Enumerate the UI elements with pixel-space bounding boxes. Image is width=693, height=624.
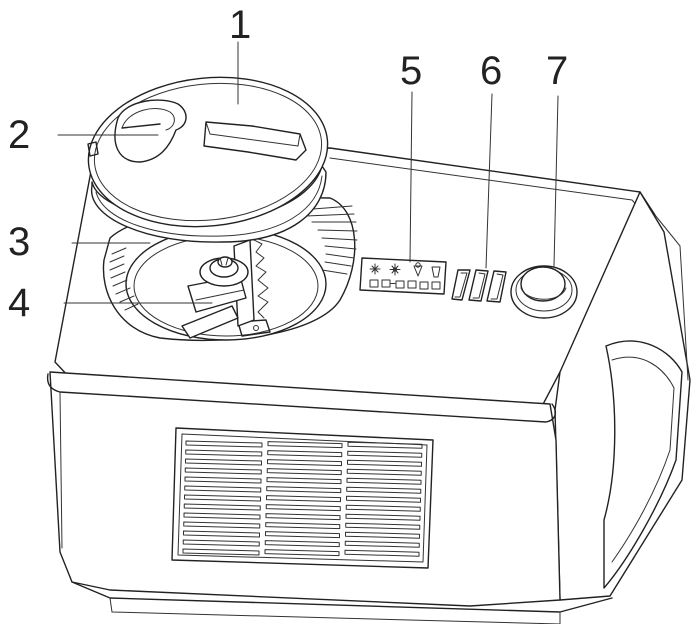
grille-slot xyxy=(346,495,421,503)
filling-cap xyxy=(114,99,187,163)
callout-4: 4 xyxy=(8,281,30,325)
grille-slot xyxy=(183,512,261,520)
fan-icon xyxy=(369,263,381,275)
grille-slot xyxy=(183,521,261,529)
grille-slot xyxy=(264,540,340,548)
grille-slot xyxy=(345,513,421,521)
grille-slot xyxy=(346,486,422,494)
button-3[interactable] xyxy=(486,270,507,303)
cup-icon xyxy=(431,266,441,278)
grille-slot xyxy=(265,522,341,530)
grille-slot xyxy=(184,476,262,484)
callout-5: 5 xyxy=(400,49,422,93)
callout-2: 2 xyxy=(8,113,30,157)
grille-slot xyxy=(185,449,263,457)
grille-slot xyxy=(266,468,342,476)
grille-slot xyxy=(184,467,262,475)
grille-slot xyxy=(267,459,342,467)
grille-slot xyxy=(183,530,260,538)
grille-slot xyxy=(185,440,263,448)
start-knob[interactable] xyxy=(510,265,578,319)
display-panel xyxy=(359,257,447,295)
leader-5 xyxy=(409,91,413,263)
control-buttons xyxy=(451,269,507,303)
paddle xyxy=(181,239,269,339)
grille-slot xyxy=(266,486,342,494)
grille-slot xyxy=(265,513,341,521)
callout-3: 3 xyxy=(8,220,30,264)
leader-lines xyxy=(57,41,559,304)
lid xyxy=(87,76,329,243)
leader-6 xyxy=(485,93,493,269)
grille-slot xyxy=(264,549,340,557)
grille-slot xyxy=(184,485,262,493)
grille-slot xyxy=(344,549,420,557)
grille-slot xyxy=(346,477,422,485)
digit-readout xyxy=(369,279,441,290)
grille-slot xyxy=(347,441,423,449)
grille-slot xyxy=(183,503,261,511)
grille-slot xyxy=(182,539,260,547)
grille-slot xyxy=(265,504,341,512)
grille-slot xyxy=(345,522,421,530)
callout-1: 1 xyxy=(229,3,251,47)
grille-slot xyxy=(265,531,340,539)
grille-slot xyxy=(266,477,342,485)
grille-slot xyxy=(184,494,261,502)
grille-slot xyxy=(267,450,343,458)
callout-6: 6 xyxy=(480,49,502,93)
callout-7: 7 xyxy=(546,49,568,93)
snowflake-icon xyxy=(389,263,401,276)
callout-labels: 1 2 3 4 5 6 7 xyxy=(8,3,568,325)
leader-7 xyxy=(553,95,559,267)
grille-slot xyxy=(346,468,422,476)
grille-slot xyxy=(345,504,421,512)
grille-slot xyxy=(345,531,420,539)
grille-slot xyxy=(267,441,343,449)
button-2[interactable] xyxy=(468,269,489,302)
cone-icon xyxy=(413,262,423,277)
grille-slot xyxy=(344,540,420,548)
grille-slot xyxy=(182,548,260,556)
grille-slot xyxy=(185,458,262,466)
grille-slot xyxy=(266,495,341,503)
grille-slot xyxy=(347,459,422,467)
grille-slot xyxy=(347,450,423,458)
front-vent-grille xyxy=(171,427,434,569)
